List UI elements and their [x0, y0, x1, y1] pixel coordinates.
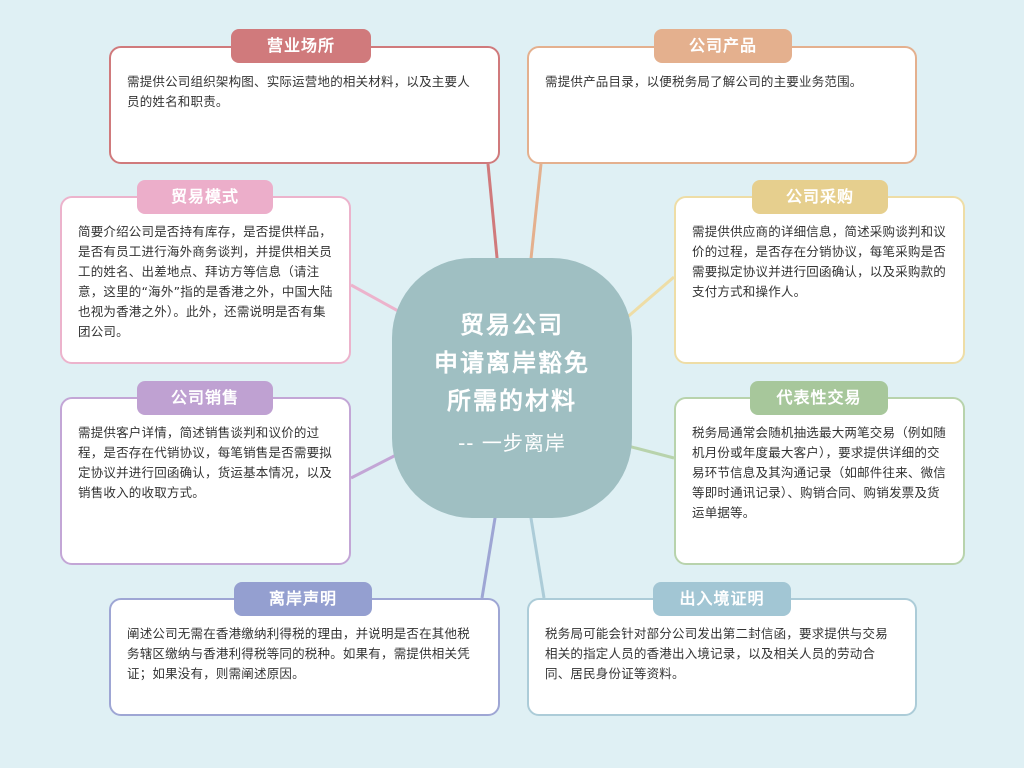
central-title-line: 贸易公司: [460, 311, 564, 339]
node-card-entry-exit-proof: 税务局可能会针对部分公司发出第二封信函，要求提供与交易相关的指定人员的香港出入境…: [527, 598, 917, 716]
node-title-entry-exit-proof: 出入境证明: [653, 582, 791, 616]
node-card-representative-transactions: 税务局通常会随机抽选最大两笔交易（例如随机月份或年度最大客户），要求提供详细的交…: [674, 397, 965, 565]
node-card-trade-model: 简要介绍公司是否持有库存，是否提供样品，是否有员工进行海外商务谈判，并提供相关员…: [60, 196, 351, 364]
node-text: 税务局可能会针对部分公司发出第二封信函，要求提供与交易相关的指定人员的香港出入境…: [545, 626, 888, 681]
node-title-trade-model: 贸易模式: [137, 180, 273, 214]
node-card-company-purchasing: 需提供供应商的详细信息，简述采购谈判和议价的过程，是否存在分销协议，每笔采购是否…: [674, 196, 965, 364]
node-title-offshore-declaration: 离岸声明: [234, 582, 372, 616]
central-title: 贸易公司 申请离岸豁免 所需的材料: [392, 306, 632, 420]
central-subtitle: -- 一步离岸: [458, 431, 566, 455]
node-title-business-premises: 营业场所: [231, 29, 371, 63]
node-card-company-products: 需提供产品目录，以便税务局了解公司的主要业务范围。: [527, 46, 917, 164]
node-title-company-products: 公司产品: [654, 29, 792, 63]
connector-crjzm: [528, 511, 546, 599]
connector-dbxjy: [623, 443, 675, 460]
node-card-business-premises: 需提供公司组织架构图、实际运营地的相关材料，以及主要人员的姓名和职责。: [109, 46, 500, 164]
node-title-representative-transactions: 代表性交易: [750, 381, 888, 415]
node-title-company-purchasing: 公司采购: [752, 180, 888, 214]
node-card-company-sales: 需提供客户详情，简述销售谈判和议价的过程，是否存在代销协议，每笔销售是否需要拟定…: [60, 397, 351, 565]
node-text: 需提供产品目录，以便税务局了解公司的主要业务范围。: [545, 74, 863, 89]
node-text: 税务局通常会随机抽选最大两笔交易（例如随机月份或年度最大客户），要求提供详细的交…: [692, 425, 947, 520]
node-title-company-sales: 公司销售: [137, 381, 273, 415]
connector-myms: [350, 283, 401, 314]
central-topic: 贸易公司 申请离岸豁免 所需的材料 -- 一步离岸: [392, 258, 632, 518]
node-text: 需提供供应商的详细信息，简述采购谈判和议价的过程，是否存在分销协议，每笔采购是否…: [692, 224, 947, 299]
connector-gscg: [623, 275, 675, 322]
connector-gscp: [528, 163, 543, 269]
node-text: 需提供公司组织架构图、实际运营地的相关材料，以及主要人员的姓名和职责。: [127, 74, 470, 109]
connector-lasm: [480, 511, 498, 599]
node-text: 阐述公司无需在香港缴纳利得税的理由，并说明是否在其他税务辖区缴纳与香港利得税等同…: [127, 626, 470, 681]
central-title-line: 所需的材料: [447, 387, 577, 415]
node-text: 简要介绍公司是否持有库存，是否提供样品，是否有员工进行海外商务谈判，并提供相关员…: [78, 224, 333, 339]
connector-yyc: [486, 163, 500, 269]
central-title-line: 申请离岸豁免: [434, 349, 590, 377]
node-text: 需提供客户详情，简述销售谈判和议价的过程，是否存在代销协议，每笔销售是否需要拟定…: [78, 425, 333, 500]
